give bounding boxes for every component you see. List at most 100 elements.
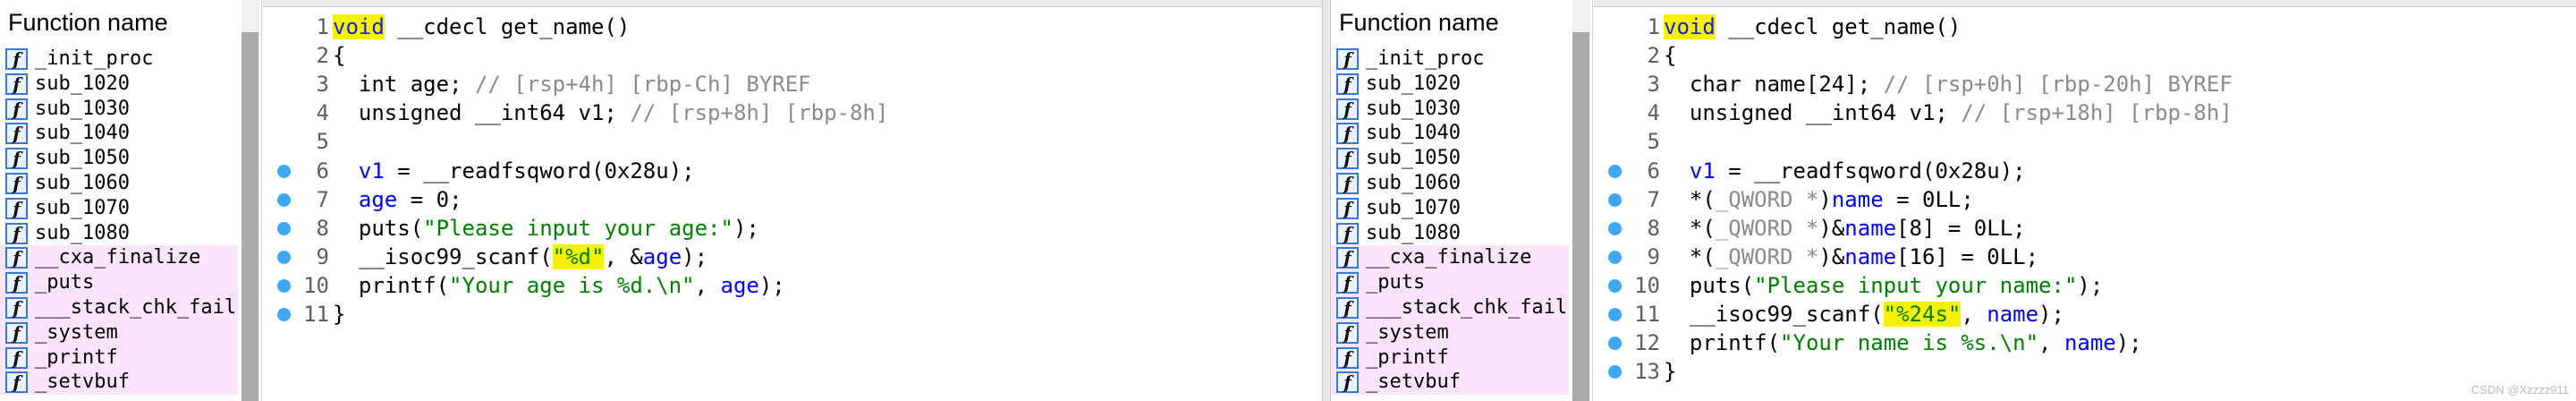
code-token: [333, 158, 359, 183]
function-list-item[interactable]: f_puts: [1331, 270, 1569, 295]
code-line[interactable]: 9 __isoc99_scanf("%d", &age);: [263, 243, 1322, 271]
code-token: );: [2038, 302, 2064, 327]
functions-scrollbar-thumb[interactable]: [242, 32, 258, 401]
breakpoint-dot-icon[interactable]: [277, 192, 291, 207]
function-list-item[interactable]: f_setvbuf: [1331, 370, 1569, 396]
breakpoint-dot-icon[interactable]: [1608, 365, 1622, 380]
function-list-item[interactable]: f sub_1040: [0, 121, 238, 146]
function-list-item[interactable]: f_system: [0, 320, 238, 346]
code-line[interactable]: 5: [1594, 127, 2576, 156]
code-line[interactable]: 8 *(_QWORD *)&name[8] = 0LL;: [1594, 214, 2576, 243]
function-icon-glyph: f: [1343, 296, 1352, 319]
function-list-item[interactable]: f___stack_chk_fail: [0, 294, 238, 320]
function-list-item[interactable]: f__cxa_finalize: [1331, 245, 1569, 271]
function-list-item[interactable]: f _init_proc: [0, 47, 238, 72]
code-token: __cdecl get_name(): [1715, 14, 1962, 39]
breakpoint-dot-icon[interactable]: [277, 250, 291, 264]
function-list-item[interactable]: f_system: [1331, 320, 1569, 346]
breakpoint-dot-icon[interactable]: [1608, 337, 1622, 351]
code-text: printf("Your name is %s.\n", name);: [1664, 328, 2142, 357]
function-name-label: sub_1070: [35, 196, 130, 219]
function-icon: f: [5, 98, 28, 120]
function-name-label: sub_1050: [1366, 147, 1461, 170]
function-name-label: sub_1040: [1366, 122, 1461, 145]
code-line[interactable]: 7 *(_QWORD *)name = 0LL;: [1594, 185, 2576, 214]
code-line[interactable]: 10 puts("Please input your name:");: [1594, 271, 2576, 300]
code-text: unsigned __int64 v1; // [rsp+18h] [rbp-8…: [1664, 98, 2233, 127]
code-line[interactable]: 3 char name[24]; // [rsp+0h] [rbp-20h] B…: [1594, 70, 2576, 98]
breakpoint-dot-icon[interactable]: [1608, 192, 1622, 207]
breakpoint-dot-icon[interactable]: [277, 164, 291, 178]
code-token: );: [2077, 272, 2104, 298]
code-line[interactable]: 4 unsigned __int64 v1; // [rsp+18h] [rbp…: [1594, 98, 2576, 127]
function-name-label: sub_1060: [1366, 171, 1461, 194]
code-line[interactable]: 6 v1 = __readfsqword(0x28u);: [1594, 157, 2576, 185]
function-name-label: _init_proc: [35, 47, 154, 70]
code-line[interactable]: 12 printf("Your name is %s.\n", name);: [1594, 328, 2576, 357]
function-icon: f: [5, 48, 28, 70]
breakpoint-dot-icon[interactable]: [1608, 221, 1622, 235]
function-list-item[interactable]: f_init_proc: [1331, 47, 1569, 72]
code-line[interactable]: 2{: [263, 41, 1322, 70]
line-number: 8: [1647, 215, 1660, 241]
function-list-item[interactable]: f__cxa_finalize: [0, 245, 238, 271]
code-line[interactable]: 11 __isoc99_scanf("%24s", name);: [1594, 300, 2576, 328]
function-name-label: _puts: [35, 271, 95, 294]
breakpoint-dot-icon[interactable]: [1608, 308, 1622, 321]
functions-scrollbar-thumb[interactable]: [1572, 32, 1589, 401]
breakpoint-dot-icon[interactable]: [1608, 278, 1622, 293]
breakpoint-dot-icon[interactable]: [277, 278, 291, 293]
line-number: 8: [316, 215, 329, 241]
breakpoint-dot-icon[interactable]: [277, 308, 291, 321]
code-line[interactable]: 11}: [263, 300, 1322, 328]
line-number: 9: [316, 243, 329, 269]
code-line[interactable]: 3 int age; // [rsp+4h] [rbp-Ch] BYREF: [263, 70, 1322, 98]
code-line[interactable]: 7 age = 0;: [263, 185, 1322, 214]
line-number: 10: [1634, 272, 1660, 298]
code-line[interactable]: 10 printf("Your age is %d.\n", age);: [263, 271, 1322, 300]
code-line[interactable]: 13}: [1594, 357, 2576, 386]
code-line[interactable]: 6 v1 = __readfsqword(0x28u);: [263, 157, 1322, 185]
code-line[interactable]: 4 unsigned __int64 v1; // [rsp+8h] [rbp-…: [263, 98, 1322, 127]
breakpoint-dot-icon[interactable]: [277, 221, 291, 235]
pane-splitter[interactable]: [261, 0, 262, 401]
code-token: *(: [1664, 215, 1716, 241]
function-list-item[interactable]: f_printf: [1331, 345, 1569, 371]
function-icon-glyph: f: [13, 222, 21, 244]
function-list-item[interactable]: f_setvbuf: [0, 370, 238, 396]
function-name-label: sub_1040: [35, 122, 130, 145]
pane-splitter[interactable]: [1592, 0, 1593, 401]
code-line[interactable]: 9 *(_QWORD *)&name[16] = 0LL;: [1594, 243, 2576, 271]
function-name-label: __cxa_finalize: [1366, 246, 1532, 269]
function-list-item[interactable]: f___stack_chk_fail: [1331, 294, 1569, 320]
code-line[interactable]: 5: [263, 127, 1322, 156]
code-token: // [rsp+8h] [rbp-8h]: [630, 100, 889, 126]
function-list-item[interactable]: f_puts: [0, 270, 238, 295]
line-number: 3: [1647, 72, 1660, 98]
function-list-item[interactable]: f_printf: [0, 345, 238, 371]
function-icon: f: [1336, 98, 1359, 120]
code-line[interactable]: 8 puts("Please input your age:");: [263, 214, 1322, 243]
function-icon-glyph: f: [13, 123, 21, 145]
code-line[interactable]: 2{: [1594, 41, 2576, 70]
breakpoint-dot-icon[interactable]: [1608, 250, 1622, 264]
line-number: 13: [1634, 359, 1660, 385]
breakpoint-dot-icon[interactable]: [1608, 164, 1622, 178]
